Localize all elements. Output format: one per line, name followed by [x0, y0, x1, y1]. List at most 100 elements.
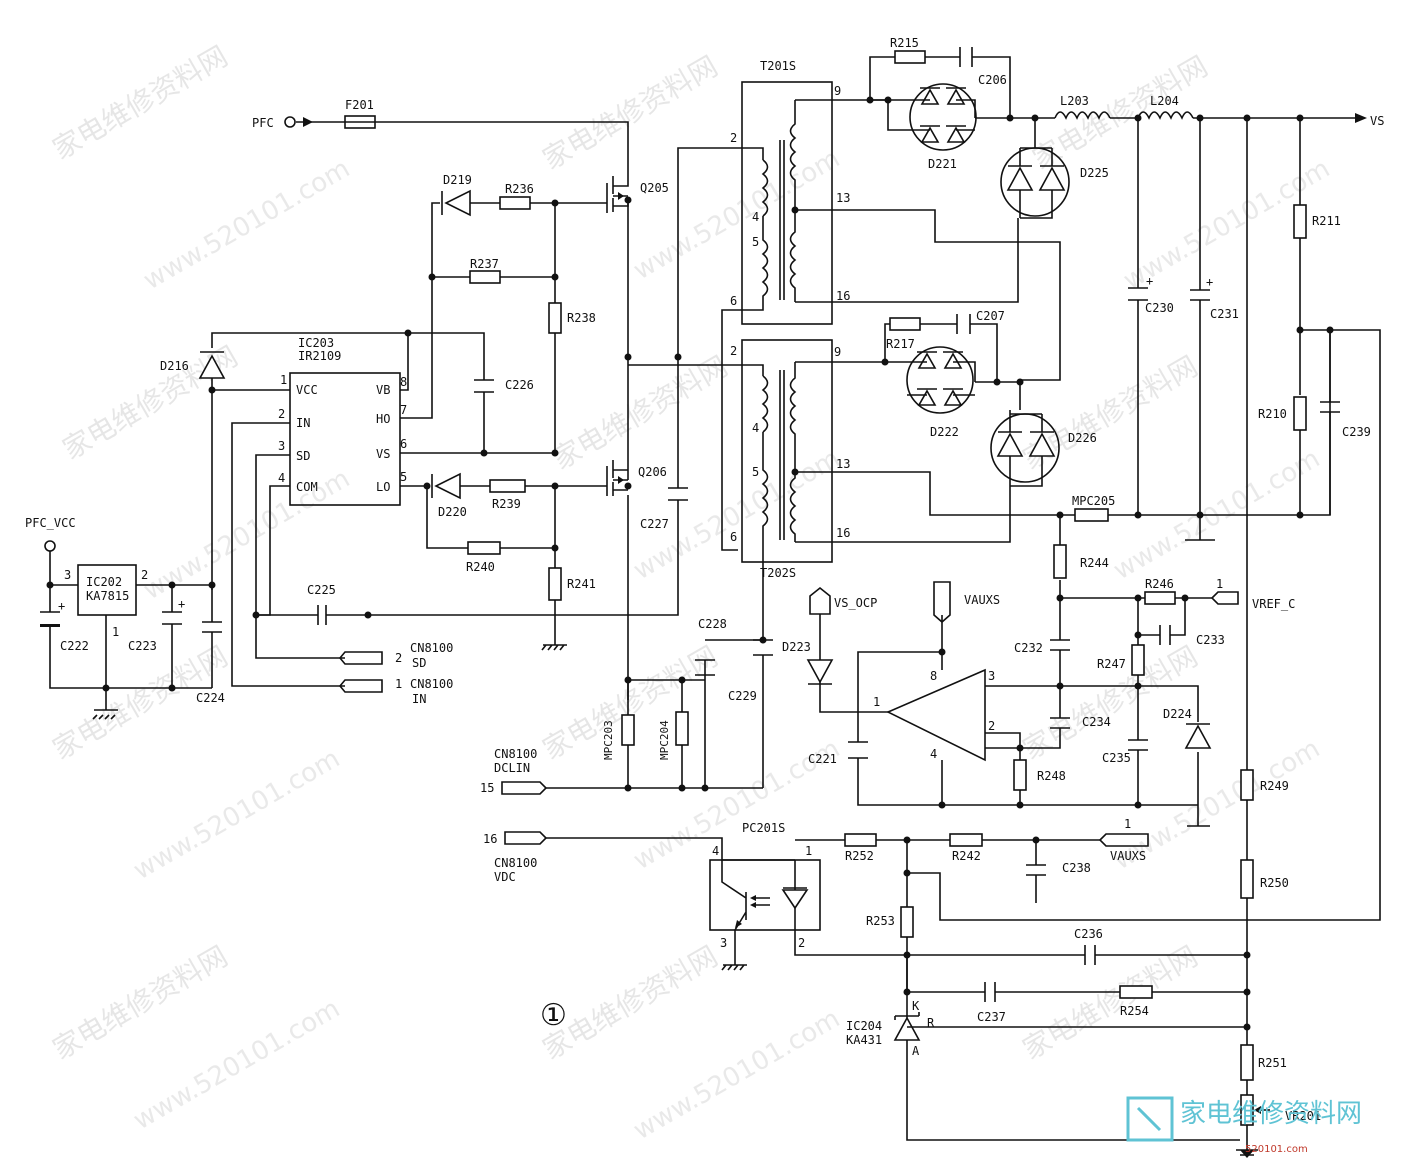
watermark-url: www.520101.com	[129, 994, 346, 1136]
connector-pin: 1	[1216, 577, 1223, 591]
watermark-layer: 家电维修资料网 www.520101.com 家电维修资料网 www.52010…	[47, 39, 1335, 1146]
label-d223: D223	[782, 640, 811, 654]
pin-number: 5	[400, 470, 407, 484]
t202s-pin: 13	[836, 457, 850, 471]
polarity-plus: +	[58, 599, 65, 613]
label-r252: R252	[845, 849, 874, 863]
resistor-r253	[900, 906, 914, 938]
label-r250: R250	[1260, 876, 1289, 890]
label-d220: D220	[438, 505, 467, 519]
connector-pin: 15	[480, 781, 494, 795]
label-r210: R210	[1258, 407, 1287, 421]
pin-number: 1	[873, 695, 880, 709]
label-r246: R246	[1145, 577, 1174, 591]
watermark-url: www.520101.com	[629, 1004, 846, 1146]
label-d224: D224	[1163, 707, 1192, 721]
label-c230: C230	[1145, 301, 1174, 315]
label-d225: D225	[1080, 166, 1109, 180]
label-l203: L203	[1060, 94, 1089, 108]
pin-number: 4	[278, 471, 285, 485]
logo-slash-icon	[1136, 1106, 1162, 1132]
t201s-label: T201S	[760, 59, 796, 73]
q206-label: Q206	[638, 465, 667, 479]
mosfet-q206: Q206	[600, 460, 667, 496]
t201s-pin: 5	[752, 235, 759, 249]
resistor-r254	[1119, 985, 1153, 999]
t202s-pin: 5	[752, 465, 759, 479]
watermark-cn: 家电维修资料网	[57, 339, 243, 466]
ic203-pin-sd: SD	[296, 449, 310, 463]
resistor-mpc205	[1074, 508, 1109, 522]
ic204-label: IC204	[846, 1019, 882, 1033]
label-r240: R240	[466, 560, 495, 574]
connector-pin: 1	[1124, 817, 1131, 831]
resistor-r237	[469, 270, 501, 284]
label-r236: R236	[505, 182, 534, 196]
pin-number: 8	[930, 669, 937, 683]
resistor-r251	[1240, 1044, 1254, 1081]
label-d226: D226	[1068, 431, 1097, 445]
watermark-cn: 家电维修资料网	[1017, 939, 1203, 1066]
ic203-pin-com: COM	[296, 480, 318, 494]
connector-name: CN8100	[494, 856, 537, 870]
capacitors: + + + +	[40, 47, 1340, 1002]
inductors	[1054, 111, 1194, 120]
t202s-label: T202S	[760, 566, 796, 580]
connector-signal: SD	[412, 656, 426, 670]
label-r241: R241	[567, 577, 596, 591]
t201s-pin: 13	[836, 191, 850, 205]
connector-pin: 1	[395, 677, 402, 691]
resistor-r244	[1053, 544, 1067, 579]
watermark-cn: 家电维修资料网	[1017, 349, 1203, 476]
label-c226: C226	[505, 378, 534, 392]
label-d219: D219	[443, 173, 472, 187]
t201s-pin: 16	[836, 289, 850, 303]
net-vauxs: VAUXS	[964, 593, 1000, 607]
resistor-r240	[467, 541, 501, 555]
connector-name: CN8100	[410, 641, 453, 655]
label-r254: R254	[1120, 1004, 1149, 1018]
label-c224: C224	[196, 691, 225, 705]
watermark-cn: 家电维修资料网	[547, 349, 733, 476]
label-c222: C222	[60, 639, 89, 653]
label-r211: R211	[1312, 214, 1341, 228]
resistor-r247	[1131, 644, 1145, 676]
pin-number: 3	[278, 439, 285, 453]
label-c232: C232	[1014, 641, 1043, 655]
pin-number: 1	[112, 625, 119, 639]
connector-signal: VDC	[494, 870, 516, 884]
label-r217: R217	[886, 337, 915, 351]
label-c238: C238	[1062, 861, 1091, 875]
transformer-t201s: T201S 2 4 5 6 9 13 16	[730, 59, 850, 325]
net-vref-c: VREF_C	[1252, 597, 1295, 611]
label-c233: C233	[1196, 633, 1225, 647]
logo-url: 520101.com	[1245, 1144, 1308, 1155]
diodes	[198, 83, 1212, 749]
polarity-plus: +	[1206, 275, 1213, 289]
resistor-r239	[489, 479, 526, 493]
label-r253: R253	[866, 914, 895, 928]
pin-number: 2	[798, 936, 805, 950]
resistor-r241	[548, 567, 562, 601]
pin-number: 3	[720, 936, 727, 950]
ka431-pin-r: R	[927, 1016, 935, 1030]
site-logo: 家电维修资料网 520101.com	[1126, 1096, 1362, 1155]
t201s-pin: 6	[730, 294, 737, 308]
label-c223: C223	[128, 639, 157, 653]
logo-text: 家电维修资料网	[1180, 1099, 1362, 1129]
pin-number: 7	[400, 403, 407, 417]
label-l204: L204	[1150, 94, 1179, 108]
wires	[49, 56, 1381, 1150]
pin-number: 4	[712, 844, 719, 858]
resistor-r217	[889, 317, 921, 331]
watermark-cn: 家电维修资料网	[537, 639, 723, 766]
ic203-ir2109: IC203 IR2109 VCC IN SD COM VB HO VS LO 1…	[278, 336, 407, 506]
t202s-pin: 4	[752, 421, 759, 435]
ground-symbols	[92, 644, 1258, 1158]
resistor-r236	[499, 196, 531, 210]
ic203-pin-ho: HO	[376, 412, 390, 426]
label-r249: R249	[1260, 779, 1289, 793]
q205-label: Q205	[640, 181, 669, 195]
resistors	[344, 50, 1307, 1126]
connector-tags: PFC PFC_VCC VS 2 CN8100 SD 1 CN8100 IN 1…	[25, 113, 1384, 884]
